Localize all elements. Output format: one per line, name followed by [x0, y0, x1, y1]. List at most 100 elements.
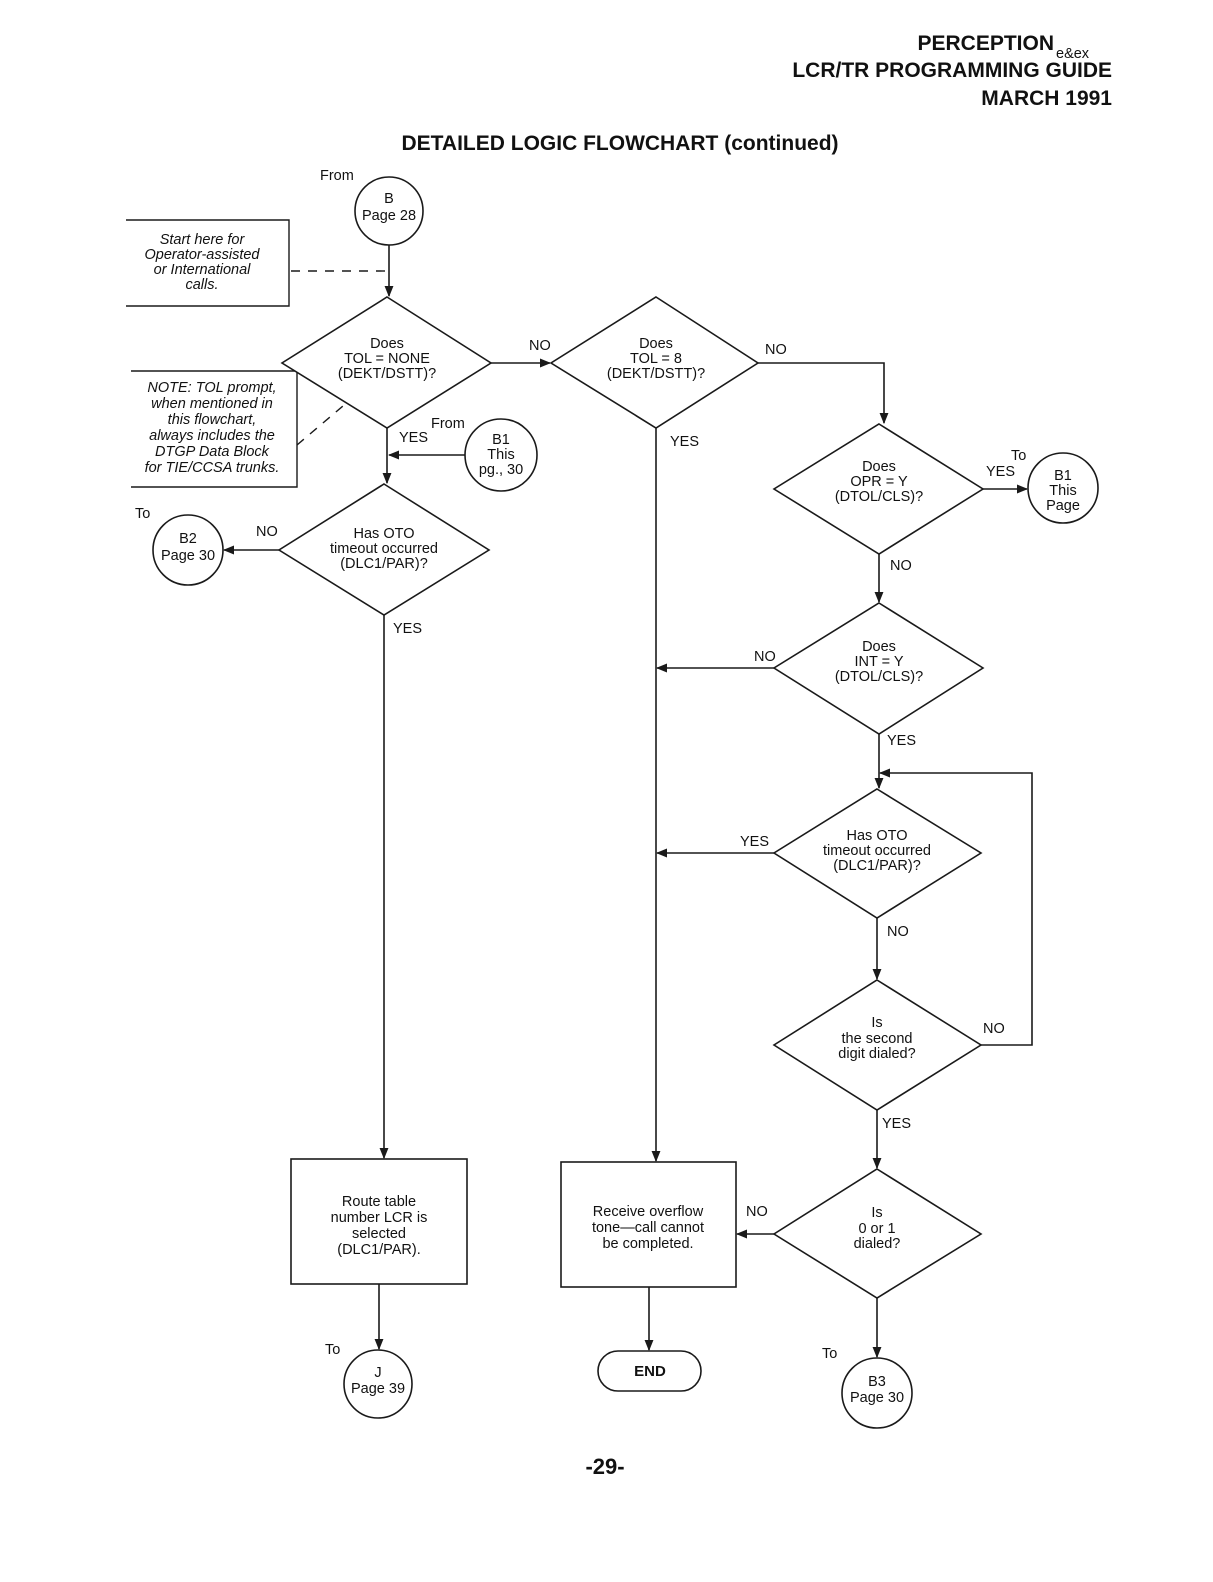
start-note-line-4: calls. [185, 277, 218, 293]
connector-from-b1-line-1: B1 [492, 432, 510, 448]
decision-zero-one-line-2: 0 or 1 [858, 1221, 895, 1237]
decision-oto-left-line-3: (DLC1/PAR)? [340, 556, 428, 572]
process-route-table-shape [290, 1158, 468, 1285]
start-note-line-1: Start here for [160, 232, 246, 248]
connector-to-b3-line-1: B3 [868, 1374, 886, 1390]
page-number: -29- [585, 1454, 624, 1479]
connector-from-b-line-2: Page 28 [362, 208, 416, 224]
decision-second-digit-line-3: digit dialed? [838, 1046, 915, 1062]
start-note: Start here for Operator-assisted or Inte… [126, 219, 290, 307]
connector-to-j-line-1: J [374, 1365, 381, 1381]
decision-oto-right-line-2: timeout occurred [823, 843, 931, 859]
connector-from-b1-line-3: pg., 30 [479, 462, 523, 478]
tol-note: NOTE: TOL prompt, when mentioned in this… [131, 370, 298, 488]
connector-to-b2-prefix: To [135, 506, 150, 522]
decision-int-y-line-3: (DTOL/CLS)? [835, 669, 923, 685]
header-product-suffix: e&ex [1056, 46, 1090, 62]
decision-second-digit: Is the second digit dialed? [772, 979, 983, 1111]
label-zero-one-no: NO [746, 1204, 768, 1220]
connector-to-b2-line-2: Page 30 [161, 548, 215, 564]
connector-from-b: From B Page 28 [320, 168, 424, 246]
decision-opr-y-line-1: Does [862, 459, 896, 475]
label-second-digit-yes: YES [882, 1116, 911, 1132]
start-note-bracket [126, 219, 290, 307]
decision-tol-8-line-2: TOL = 8 [630, 351, 682, 367]
connector-from-b1: From B1 This pg., 30 [431, 416, 538, 492]
connector-to-j-line-2: Page 39 [351, 1381, 405, 1397]
connector-to-b3-line-2: Page 30 [850, 1390, 904, 1406]
start-note-line-3: or International [154, 262, 252, 278]
process-route-table-line-1: Route table [342, 1194, 416, 1210]
header-guide: LCR/TR PROGRAMMING GUIDE [792, 59, 1112, 82]
decision-zero-one: Is 0 or 1 dialed? [772, 1168, 983, 1299]
tol-note-line-5: DTGP Data Block [155, 444, 270, 460]
decision-second-digit-line-1: Is [871, 1015, 882, 1031]
label-tol-none-no: NO [529, 338, 551, 354]
label-tol-none-yes: YES [399, 430, 428, 446]
connector-from-b1-line-2: This [487, 447, 514, 463]
edge-tol-8-no [758, 362, 889, 425]
connector-to-b3-prefix: To [822, 1346, 837, 1362]
decision-opr-y-line-3: (DTOL/CLS)? [835, 489, 923, 505]
label-int-yes: YES [887, 733, 916, 749]
tol-note-line-3: this flowchart, [168, 412, 257, 428]
process-route-table-line-4: (DLC1/PAR). [337, 1242, 421, 1258]
label-oto-right-yes: YES [740, 834, 769, 850]
connector-to-b2-line-1: B2 [179, 531, 197, 547]
connector-to-b2: To B2 Page 30 [135, 506, 224, 586]
decision-oto-right: Has OTO timeout occurred (DLC1/PAR)? [772, 788, 983, 919]
decision-zero-one-line-3: dialed? [854, 1236, 901, 1252]
decision-oto-left-line-2: timeout occurred [330, 541, 438, 557]
decision-oto-left: Has OTO timeout occurred (DLC1/PAR)? [277, 483, 491, 616]
process-overflow-line-1: Receive overflow [593, 1204, 704, 1220]
connector-to-b1-line-3: Page [1046, 498, 1080, 514]
tol-note-line-4: always includes the [149, 428, 275, 444]
decision-tol-none: Does TOL = NONE (DEKT/DSTT)? [280, 296, 493, 429]
label-second-digit-no: NO [983, 1021, 1005, 1037]
label-opr-yes: YES [986, 464, 1015, 480]
tol-note-dashed-link [296, 399, 351, 446]
decision-tol-none-line-3: (DEKT/DSTT)? [338, 366, 436, 382]
decision-second-digit-line-2: the second [842, 1031, 913, 1047]
connector-to-j: To J Page 39 [325, 1342, 413, 1419]
header-product: PERCEPTION [917, 32, 1054, 55]
connector-to-b1: To B1 This Page [1011, 448, 1099, 524]
process-overflow-line-2: tone—call cannot [592, 1220, 704, 1236]
terminal-end-label: END [634, 1363, 666, 1380]
tol-note-line-6: for TIE/CCSA trunks. [145, 460, 280, 476]
edge-second-digit-no-loop [878, 768, 1033, 1046]
decision-int-y: Does INT = Y (DTOL/CLS)? [772, 602, 985, 735]
decision-oto-right-line-3: (DLC1/PAR)? [833, 858, 921, 874]
label-oto-right-no: NO [887, 924, 909, 940]
page-header: PERCEPTION e&ex LCR/TR PROGRAMMING GUIDE… [792, 32, 1112, 110]
connector-to-b1-line-2: This [1049, 483, 1076, 499]
decision-int-y-line-2: INT = Y [854, 654, 903, 670]
process-overflow-shape [560, 1161, 737, 1288]
label-tol-8-yes: YES [670, 434, 699, 450]
header-date: MARCH 1991 [981, 87, 1112, 110]
label-opr-no: NO [890, 558, 912, 574]
process-overflow-line-3: be completed. [602, 1236, 693, 1252]
decision-opr-y: Does OPR = Y (DTOL/CLS)? [772, 423, 985, 555]
decision-oto-right-line-1: Has OTO [847, 828, 908, 844]
tol-note-bracket [131, 370, 298, 488]
terminal-end: END [597, 1350, 702, 1392]
process-route-table-line-3: selected [352, 1226, 406, 1242]
connector-from-b1-prefix: From [431, 416, 465, 432]
decision-tol-8: Does TOL = 8 (DEKT/DSTT)? [549, 296, 760, 429]
decision-tol-8-line-1: Does [639, 336, 673, 352]
decision-int-y-line-1: Does [862, 639, 896, 655]
label-oto-left-no: NO [256, 524, 278, 540]
process-overflow: Receive overflow tone—call cannot be com… [560, 1161, 737, 1288]
decision-tol-none-line-2: TOL = NONE [344, 351, 430, 367]
connector-to-b1-prefix: To [1011, 448, 1026, 464]
connector-to-j-prefix: To [325, 1342, 340, 1358]
decision-tol-none-line-1: Does [370, 336, 404, 352]
decision-tol-8-line-3: (DEKT/DSTT)? [607, 366, 705, 382]
tol-note-line-1: NOTE: TOL prompt, [147, 380, 276, 396]
flowchart-title: DETAILED LOGIC FLOWCHART (continued) [401, 132, 838, 155]
label-oto-left-yes: YES [393, 621, 422, 637]
decision-opr-y-line-2: OPR = Y [850, 474, 908, 490]
connector-to-b3: To B3 Page 30 [822, 1346, 913, 1429]
connector-from-b-prefix: From [320, 168, 354, 184]
